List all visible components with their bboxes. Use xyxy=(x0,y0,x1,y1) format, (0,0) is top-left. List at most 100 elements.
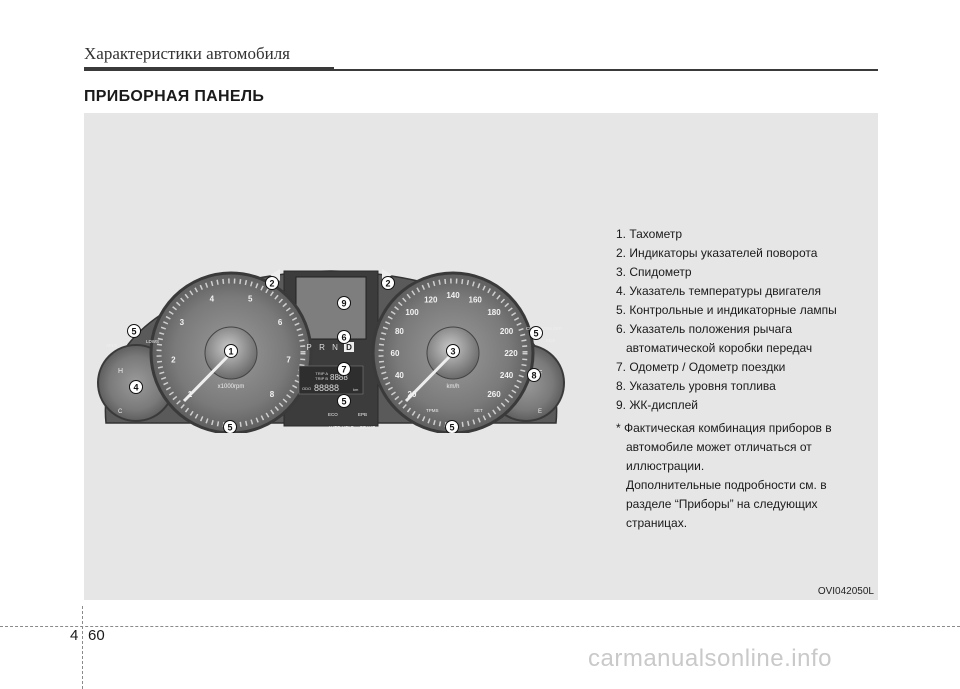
legend-item: 7. Одометр / Одометр поездки xyxy=(616,360,786,374)
callout-badge xyxy=(337,330,351,344)
header-rule-thick xyxy=(84,67,334,71)
callout-badge xyxy=(337,296,351,310)
speedometer-tick-label: 220 xyxy=(504,349,518,358)
tachometer-tick-label: 5 xyxy=(248,294,253,303)
gear-r: R xyxy=(319,343,325,352)
legend-item: 9. ЖК-дисплей xyxy=(616,398,698,412)
legend-item: 4. Указатель температуры двигателя xyxy=(616,284,822,298)
speedometer-unit: km/h xyxy=(446,384,459,390)
speedometer-tick-label: 140 xyxy=(446,291,460,300)
callout-badge xyxy=(223,420,237,433)
callout-badge xyxy=(127,324,141,338)
speedometer-tick-label: 20 xyxy=(408,390,417,399)
speedometer-tick-label: 180 xyxy=(487,308,501,317)
header-rule-thin xyxy=(334,69,878,71)
note-line: автомобиле может отличаться от xyxy=(626,440,812,454)
page-number: 60 xyxy=(88,627,105,644)
speedometer-tick-label: 60 xyxy=(391,349,400,358)
speedometer-tick-label: 100 xyxy=(405,308,419,317)
callout-badge xyxy=(445,420,459,433)
callout-number: 2 xyxy=(385,278,390,288)
callout-badge xyxy=(224,344,238,358)
odometer-odo: ODO xyxy=(302,386,311,391)
note-line: Дополнительные подробности см. в xyxy=(626,478,827,492)
indicator-epb: EPB xyxy=(358,412,367,417)
legend-item: автоматической коробки передач xyxy=(626,341,813,355)
fuel-mark-e: E xyxy=(538,409,542,415)
callout-badge xyxy=(446,344,460,358)
callout-number: 4 xyxy=(133,382,138,392)
speedometer-tick-label: 80 xyxy=(395,327,404,336)
speedometer-tick-label: 200 xyxy=(500,327,514,336)
callout-badge xyxy=(527,368,541,382)
legend-item: 3. Спидометр xyxy=(616,265,692,279)
tachometer-tick-label: 8 xyxy=(270,390,275,399)
note-line: * Фактическая комбинация приборов в xyxy=(616,421,832,435)
temp-mark-c: C xyxy=(118,409,123,415)
callout-number: 2 xyxy=(269,278,274,288)
callout-badge xyxy=(529,326,543,340)
indicator-brake: BRAKE xyxy=(360,425,375,430)
legend-item: 5. Контрольные и индикаторные лампы xyxy=(616,303,837,317)
callout-number: 3 xyxy=(450,346,455,356)
tachometer-tick-label: 2 xyxy=(171,356,176,365)
odometer-trip-b: TRIP B xyxy=(315,376,328,381)
gear-d: D xyxy=(346,343,352,352)
callout-number: 5 xyxy=(449,422,454,432)
speedometer-tick-label: 120 xyxy=(424,295,438,304)
callout-number: 5 xyxy=(227,422,232,432)
tachometer-tick-label: 1 xyxy=(188,390,193,399)
indicator-ldws: LDWS xyxy=(146,339,159,344)
indicator-ecs: ECS xyxy=(546,338,555,343)
turn-signal-left-icon xyxy=(270,269,280,281)
callout-number: 5 xyxy=(341,396,346,406)
callout-badge xyxy=(337,362,351,376)
gear-n: N xyxy=(332,343,338,352)
legend-item: 8. Указатель уровня топлива xyxy=(616,379,776,393)
callout-number: 5 xyxy=(533,328,538,338)
speedometer-tick-label: 160 xyxy=(469,295,483,304)
odometer-unit: km xyxy=(353,387,359,392)
odometer-digits: 88888 xyxy=(314,383,339,393)
figure-code: OVI042050L xyxy=(817,586,874,597)
speedometer-tick-label: 240 xyxy=(500,371,514,380)
legend: 1. Тахометр 2. Индикаторы указателей пов… xyxy=(616,225,866,533)
watermark: carmanualsonline.info xyxy=(588,645,832,672)
page-header-title: Характеристики автомобиля xyxy=(84,44,290,63)
section-title: ПРИБОРНАЯ ПАНЕЛЬ xyxy=(84,88,265,105)
indicator-tpms: TPMS xyxy=(426,408,439,413)
indicator-set: SET xyxy=(474,408,483,413)
callout-number: 1 xyxy=(228,346,233,356)
callout-badge xyxy=(381,276,395,290)
callout-badge xyxy=(129,380,143,394)
footer-rule-horizontal xyxy=(0,626,960,627)
legend-item: 6. Указатель положения рычага xyxy=(616,322,793,336)
temp-mark-h: H xyxy=(118,368,123,375)
page-chapter-number: 4 xyxy=(70,627,79,644)
callout-number: 6 xyxy=(341,332,346,342)
indicator-eco: ECO xyxy=(328,412,338,417)
callout-badge xyxy=(265,276,279,290)
note-line: разделе “Приборы” на следующих xyxy=(626,497,818,511)
callout-number: 7 xyxy=(341,364,346,374)
speedometer-tick-label: 40 xyxy=(395,371,404,380)
indicator-afls: AFLS xyxy=(106,343,117,348)
note-line: страницах. xyxy=(626,516,688,530)
speedometer-tick-label: 260 xyxy=(487,390,501,399)
callout-number: 5 xyxy=(131,326,136,336)
legend-note: * Фактическая комбинация приборов в авто… xyxy=(616,419,866,533)
note-line: иллюстрации. xyxy=(626,459,705,473)
callout-number: 9 xyxy=(341,298,346,308)
odometer-trip-digits: 8888 xyxy=(330,373,348,382)
indicator-vsm-off: VSM OFF xyxy=(542,326,562,331)
tachometer-tick-label: 6 xyxy=(278,318,283,327)
indicator-auto-hold: AUTO HOLD xyxy=(328,425,355,430)
callout-badge xyxy=(337,394,351,408)
footer-rule-vertical xyxy=(82,606,83,689)
odometer-trip-a: TRIP A xyxy=(315,371,328,376)
tachometer-tick-label: 4 xyxy=(210,294,215,303)
tachometer-unit: x1000rpm xyxy=(218,384,245,390)
callout-number: 8 xyxy=(531,370,536,380)
